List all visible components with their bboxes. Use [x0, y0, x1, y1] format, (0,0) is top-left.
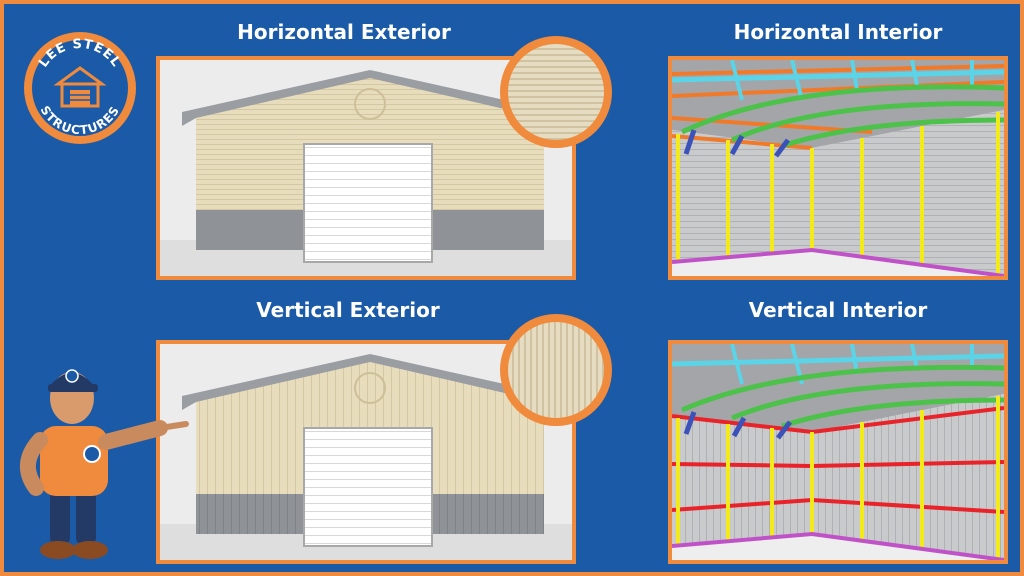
garage-building-icon: [53, 66, 107, 108]
vertical-exterior-panel: [156, 340, 576, 564]
vertical-interior-title: Vertical Interior: [748, 298, 928, 322]
horizontal-exterior-title: Horizontal Exterior: [237, 20, 451, 44]
horizontal-interior-title: Horizontal Interior: [733, 20, 943, 44]
vertical-interior-framing: [672, 344, 1004, 560]
horizontal-interior-framing: [672, 60, 1004, 276]
horizontal-interior-panel: [668, 56, 1008, 280]
roll-up-door: [303, 427, 433, 547]
lee-steel-structures-logo: LEE STEEL STRUCTURES: [24, 32, 136, 144]
vertical-interior-panel: [668, 340, 1008, 564]
roll-up-door: [303, 143, 433, 263]
vertical-exterior-building: [160, 354, 572, 560]
horizontal-siding-zoom-circle: [500, 36, 612, 148]
pointing-worker-mascot-icon: [20, 369, 189, 559]
horizontal-exterior-building: [160, 70, 572, 276]
vertical-exterior-title: Vertical Exterior: [256, 298, 440, 322]
vertical-siding-zoom-circle: [500, 314, 612, 426]
